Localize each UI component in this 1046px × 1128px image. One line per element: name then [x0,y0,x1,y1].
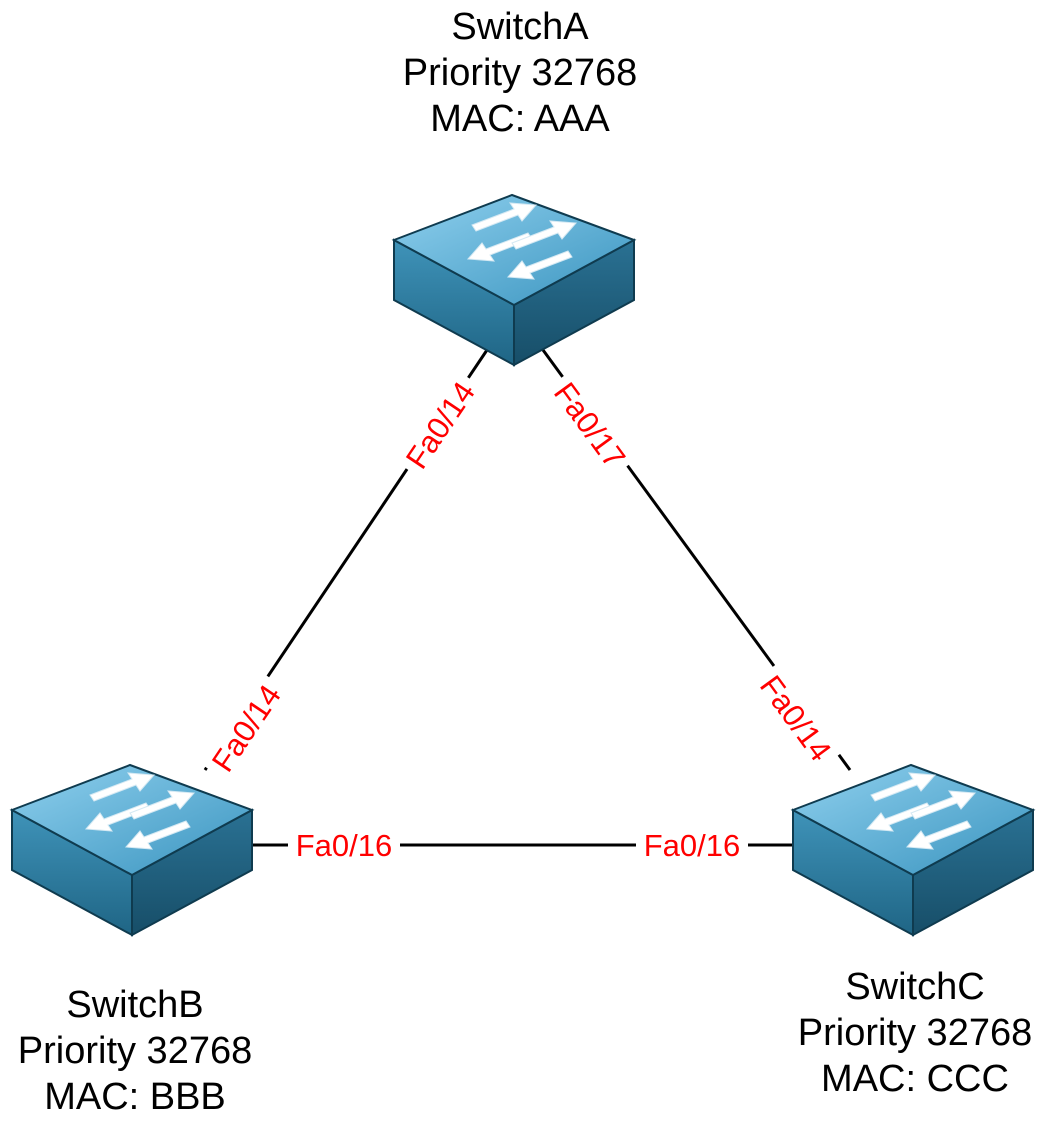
switch-a-icon [393,194,635,366]
switch-b-icon [11,764,253,936]
switch-c-priority: Priority 32768 [797,1012,1033,1054]
switch-a-label: SwitchA Priority 32768 MAC: AAA [360,4,680,142]
switch-a-priority: Priority 32768 [402,52,638,94]
port-label-b-c-switch-b: Fa0/16 [296,828,393,863]
switch-b-mac: MAC: BBB [44,1076,226,1118]
switch-c-label: SwitchC Priority 32768 MAC: CCC [760,964,1046,1102]
switch-c-name: SwitchC [845,966,985,1008]
switch-c-mac: MAC: CCC [821,1058,1009,1100]
port-labels: Fa0/14 Fa0/14 Fa0/17 Fa0/14 Fa0/16 Fa0/1… [198,368,845,864]
links [203,349,852,847]
switch-a-name: SwitchA [451,6,589,48]
switch-a-mac: MAC: AAA [430,98,610,140]
switch-b-priority: Priority 32768 [17,1030,253,1072]
switch-c-icon [792,764,1034,936]
switch-b-label: SwitchB Priority 32768 MAC: BBB [0,982,290,1120]
switch-b-name: SwitchB [66,984,204,1026]
port-label-b-c-switch-c: Fa0/16 [644,828,741,863]
